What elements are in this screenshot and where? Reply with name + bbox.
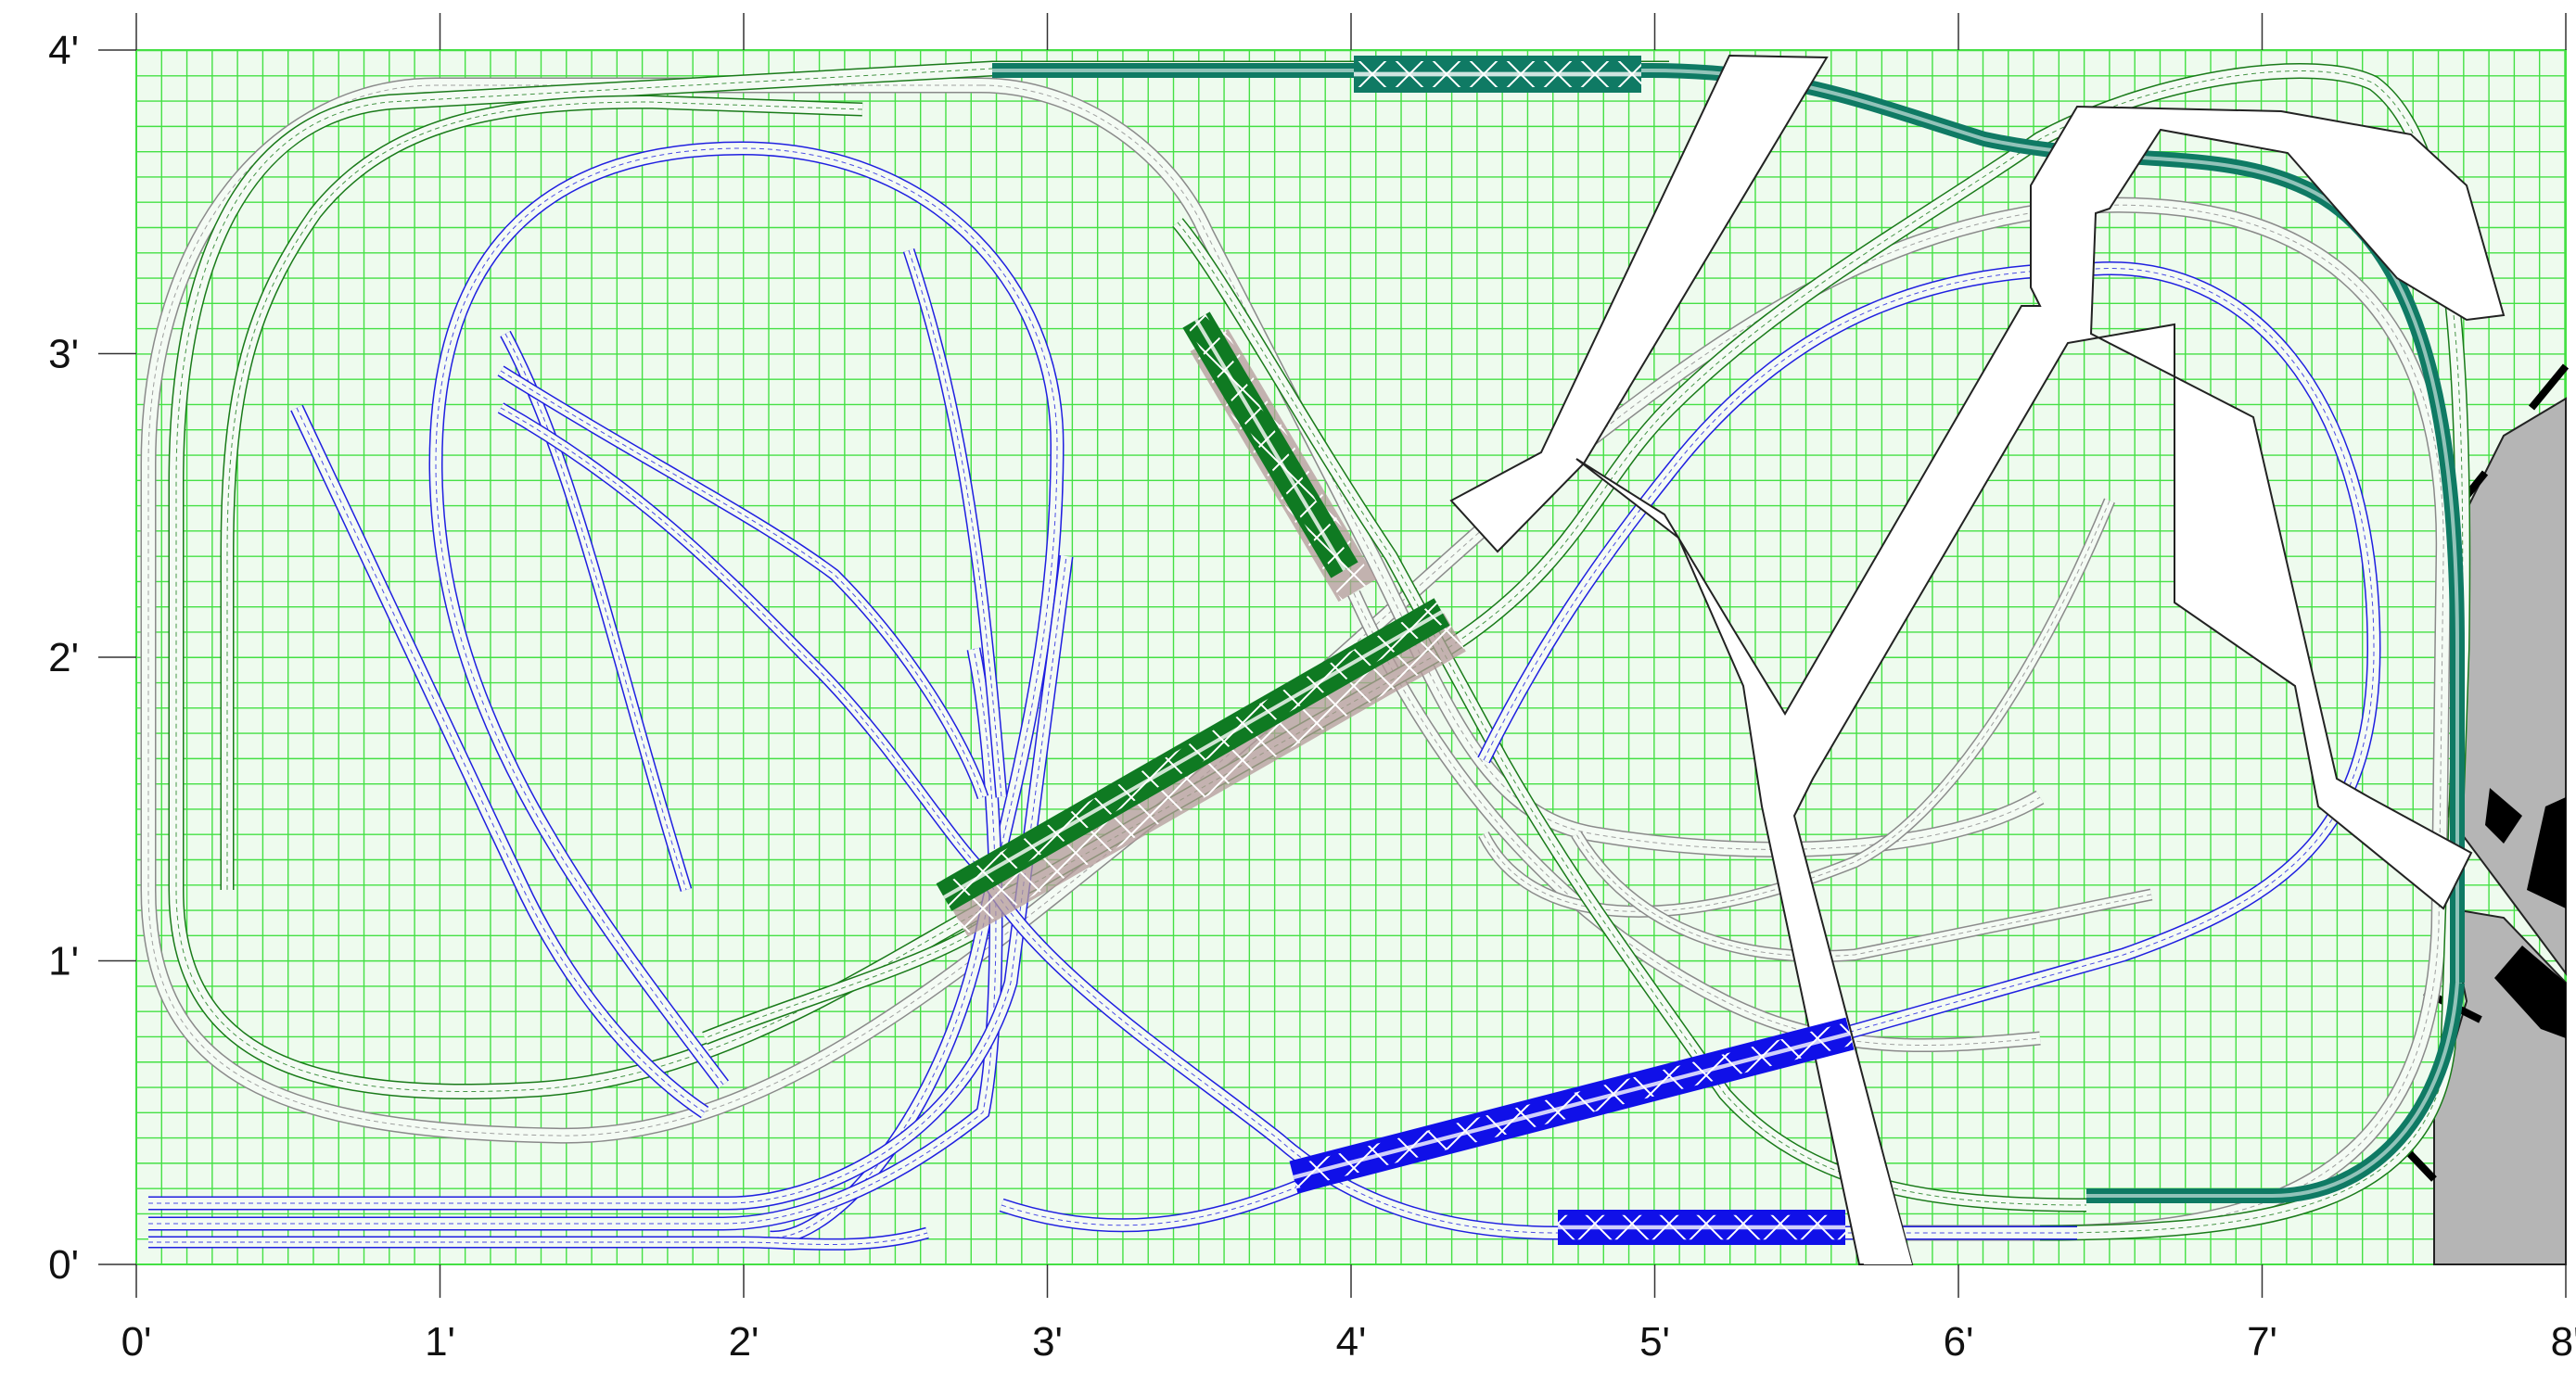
- tunnel-portal-2: [2527, 797, 2566, 908]
- y-tick-label: 2': [48, 635, 79, 680]
- portal-mark-1: [2528, 363, 2570, 411]
- track-blue-spur-3: [497, 365, 989, 800]
- track-blue-yard-3: [148, 1226, 929, 1251]
- x-tick-label: 2': [729, 1319, 759, 1365]
- track-blue-lower-run: [976, 868, 2077, 1240]
- road-left-branch: [1449, 54, 1829, 553]
- bridge-green-long: [936, 598, 1466, 937]
- y-axis: 0' 1' 2' 3' 4': [48, 28, 136, 1288]
- track-gray-upper-link: [980, 77, 2045, 857]
- y-tick-label: 0': [48, 1242, 79, 1288]
- track-blue-spur-1: [290, 404, 709, 1119]
- x-tick-label: 6': [1944, 1319, 1974, 1365]
- bridge-green-short: [1182, 311, 1377, 603]
- track-teal-upper-main: [992, 63, 2465, 983]
- x-tick-label: 1': [425, 1319, 455, 1365]
- track-green-lower-left: [702, 921, 988, 1045]
- y-tick-label: 4': [48, 28, 79, 73]
- rock-scenery: [2390, 363, 2570, 1265]
- x-tick-label: 8': [2551, 1319, 2576, 1365]
- track-blue-balloon-loop: [428, 141, 1065, 1245]
- tunnel-portal-1: [2485, 788, 2522, 844]
- x-tick-label: 5': [1639, 1319, 1670, 1365]
- track-blue-yard-lead-1: [148, 647, 1003, 1231]
- y-tick-label: 1': [48, 939, 79, 984]
- track-blue-spur-5: [902, 248, 1008, 798]
- x-axis: 0' 1' 2' 3' 4' 5' 6' 7' 8': [121, 13, 2576, 1365]
- track-gray-inner-curve: [1347, 590, 2041, 1053]
- x-tick-label: 0': [121, 1319, 152, 1365]
- track-gray-spur-right: [1478, 498, 2115, 918]
- track-green-inner-curve: [220, 95, 863, 890]
- bridge-blue-diagonal: [1289, 1017, 1855, 1194]
- tunnel-portal-3: [2494, 946, 2566, 1038]
- x-tick-label: 7': [2247, 1319, 2277, 1365]
- track-green-main-loop: [168, 60, 2471, 1241]
- track-blue-yard-lead-2: [148, 555, 1074, 1211]
- x-tick-label: 3': [1032, 1319, 1063, 1365]
- track-blue-spur-4: [497, 402, 988, 876]
- track-teal-lower-return: [2086, 982, 2465, 1203]
- y-tick-label: 3': [48, 332, 79, 377]
- x-tick-label: 4': [1336, 1319, 1367, 1365]
- bridge-layer: [936, 56, 1855, 1245]
